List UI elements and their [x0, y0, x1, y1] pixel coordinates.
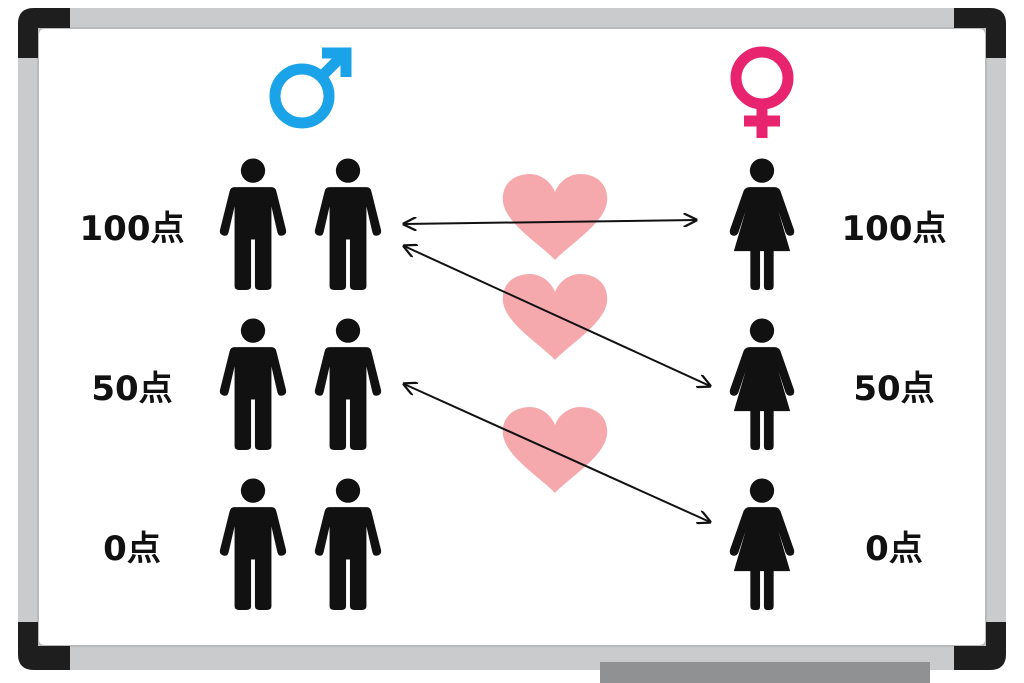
match-arrow-100-50 — [404, 246, 710, 386]
female-score-label-0: 0点 — [865, 529, 923, 569]
board-corner-top-left — [18, 8, 70, 58]
board-corner-top-right — [954, 8, 1006, 58]
female-score-label-100: 100点 — [842, 209, 947, 249]
male-score-label-0: 0点 — [103, 529, 161, 569]
match-arrow-100-100 — [404, 220, 696, 224]
male-symbol-icon — [269, 47, 352, 129]
board-corner-bottom-right — [954, 622, 1006, 670]
board-corner-bottom-left — [18, 622, 70, 670]
female-symbol-icon — [730, 46, 794, 138]
female-score-label-50: 50点 — [853, 369, 934, 409]
match-arrow-50-0 — [404, 384, 710, 522]
board-surface — [37, 27, 987, 647]
male-score-label-100: 100点 — [80, 209, 185, 249]
marker-tray — [600, 662, 930, 683]
male-score-label-50: 50点 — [91, 369, 172, 409]
